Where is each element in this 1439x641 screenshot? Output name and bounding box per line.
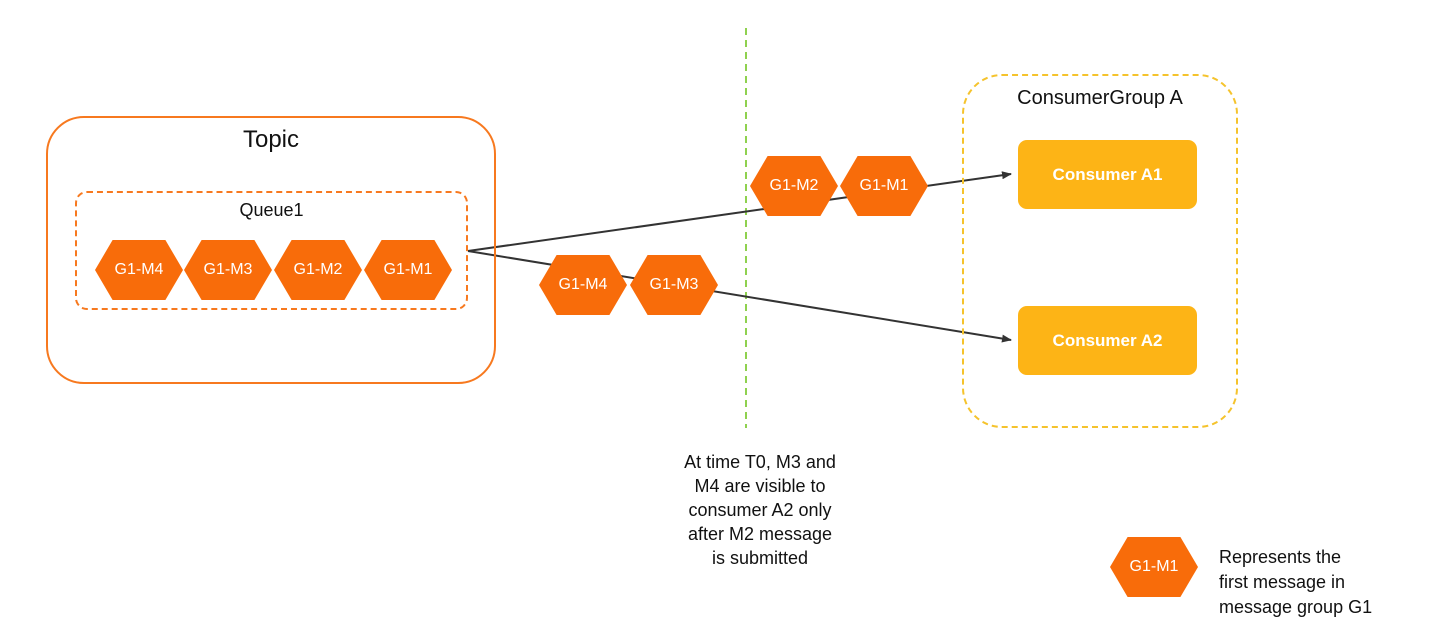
consumer-a2: Consumer A2	[1018, 306, 1197, 375]
queue-box	[75, 191, 468, 310]
queue-message-m2: G1-M2	[274, 240, 362, 300]
flow-a2-message-m3: G1-M3	[630, 255, 718, 315]
queue-message-m1: G1-M1	[364, 240, 452, 300]
legend-message-icon: G1-M1	[1110, 537, 1198, 597]
legend-text: Represents the first message in message …	[1219, 547, 1373, 617]
queue-title: Queue1	[239, 200, 304, 220]
arrow-to-consumer-a1	[467, 171, 1012, 252]
consumer-group-box	[962, 74, 1238, 428]
topic-box	[46, 116, 496, 384]
consumer-a1: Consumer A1	[1018, 140, 1197, 209]
queue-message-m4: G1-M4	[95, 240, 183, 300]
topic-title: Topic	[242, 126, 300, 153]
consumer-group-title: ConsumerGroup A	[1017, 87, 1183, 109]
queue-message-m3: G1-M3	[184, 240, 272, 300]
flow-a1-message-m1: G1-M1	[840, 156, 928, 216]
timing-note: At time T0, M3 and M4 are visible to con…	[684, 452, 836, 568]
flow-a2-message-m4: G1-M4	[539, 255, 627, 315]
flow-a1-message-m2: G1-M2	[750, 156, 838, 216]
